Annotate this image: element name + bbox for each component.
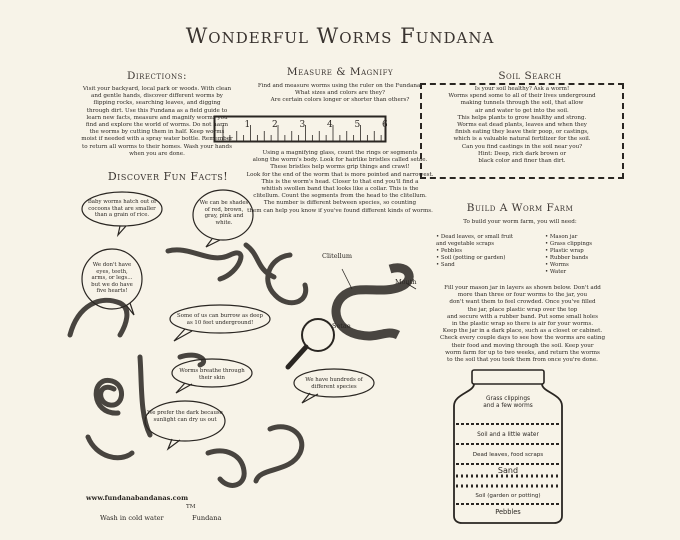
soil-search-box — [420, 83, 624, 179]
mason-jar — [453, 369, 563, 524]
worm-drawing — [177, 352, 207, 368]
diagram-worm — [331, 263, 414, 341]
fact-bubble-species: We have hundreds of different species — [305, 377, 363, 390]
fun-facts-illustration — [67, 189, 417, 488]
jar-layer-leaves: Dead leaves, food scraps — [472, 452, 544, 458]
worm-drawing — [85, 434, 135, 461]
fact-bubble-hearts: We don't have eyes, teeth, arms, or legs… — [91, 262, 133, 295]
soil-search-text: Is your soil healthy? Ask a worm! Worms … — [448, 86, 596, 165]
ruler-number: 4 — [327, 120, 333, 130]
supply-item: Plastic wrap — [545, 248, 625, 255]
fact-bubble-colors: We can be shades of red, brown, gray, pi… — [199, 200, 249, 226]
footer-url: www.fundanabandanas.com — [86, 494, 189, 502]
fact-bubble-burrow: Some of us can burrow as deep as 10 feet… — [177, 313, 263, 326]
label-mouth: Mouth — [395, 278, 417, 286]
jar-layer-pebbles: Pebbles — [495, 508, 521, 516]
ruler-number: 3 — [300, 120, 306, 130]
supply-item: Dead leaves, or small fruit and vegetabl… — [436, 234, 546, 248]
bubble-outline — [171, 358, 253, 388]
supply-item: Soil (potting or garden) — [436, 255, 546, 262]
page-title: Wonderful Worms Fundana — [185, 24, 495, 48]
supply-item: Water — [545, 269, 625, 276]
worm-drawing — [265, 252, 309, 306]
fact-bubble-cocoons: Baby worms hatch out of cocoons that are… — [87, 199, 157, 219]
bubble-outline — [81, 191, 163, 227]
magnifier-handle — [285, 344, 309, 370]
label-setae: Setae — [332, 322, 351, 330]
magnifier-lens — [301, 318, 335, 352]
supply-item: Sand — [436, 262, 546, 269]
ruler-number: 2 — [272, 120, 278, 130]
supply-item: Mason jar — [545, 234, 625, 241]
jar-layer-soil: Soil (garden or potting) — [475, 493, 541, 499]
worm-farm-heading: Build A Worm Farm — [466, 202, 574, 214]
footer-brand: Fundana — [192, 514, 222, 522]
supply-item: Grass clippings — [545, 241, 625, 248]
worm-drawing — [67, 297, 130, 338]
fact-bubble-dark: We prefer the dark because sunlight can … — [147, 410, 223, 423]
jar-layer-soil-water: Soil and a little water — [477, 432, 539, 438]
footer-tm: TM — [186, 504, 196, 510]
worm-farm-text: Fill your mason jar in layers as shown b… — [439, 285, 606, 364]
bubble-outline — [169, 304, 271, 334]
bubble-outline — [293, 368, 375, 398]
worm-farm-intro: To build your worm farm, you will need: — [463, 219, 577, 225]
ruler-number: 6 — [382, 120, 387, 130]
fact-bubble-skin: Worms breathe through their skin — [179, 368, 245, 381]
measure-text: Using a magnifying glass, count the ring… — [246, 150, 434, 214]
worm-drawing — [253, 424, 305, 484]
bubble-outline — [192, 189, 254, 241]
supply-item: Rubber bands — [545, 255, 625, 262]
soil-search-heading: Soil Search — [498, 70, 562, 82]
measure-heading: Measure & Magnify — [286, 66, 394, 78]
directions-heading: Directions: — [126, 70, 188, 82]
worm-drawing — [205, 448, 247, 488]
supplies-list-right: Mason jar Grass clippings Plastic wrap R… — [545, 234, 625, 276]
ruler: 1 2 3 4 5 6 — [213, 115, 387, 143]
worm-drawing — [165, 247, 244, 282]
supplies-list-left: Dead leaves, or small fruit and vegetabl… — [436, 234, 546, 269]
footer-wash: Wash in cold water — [100, 514, 164, 522]
ruler-number: 5 — [355, 120, 361, 130]
ruler-number: 1 — [245, 120, 251, 130]
label-clitellum: Clitellum — [322, 252, 353, 260]
jar-layer-grass: Grass clippings and a few worms — [483, 396, 533, 409]
supply-item: Pebbles — [436, 248, 546, 255]
measure-intro: Find and measure worms using the ruler o… — [257, 83, 423, 104]
jar-layer-sand: Sand — [497, 466, 519, 475]
fun-facts-heading: Discover Fun Facts! — [107, 170, 229, 183]
bubble-outline — [81, 248, 143, 310]
directions-text: Visit your backyard, local park or woods… — [81, 86, 233, 157]
worm-drawing — [93, 378, 124, 416]
worm-drawing — [137, 354, 153, 438]
supply-item: Worms — [545, 262, 625, 269]
